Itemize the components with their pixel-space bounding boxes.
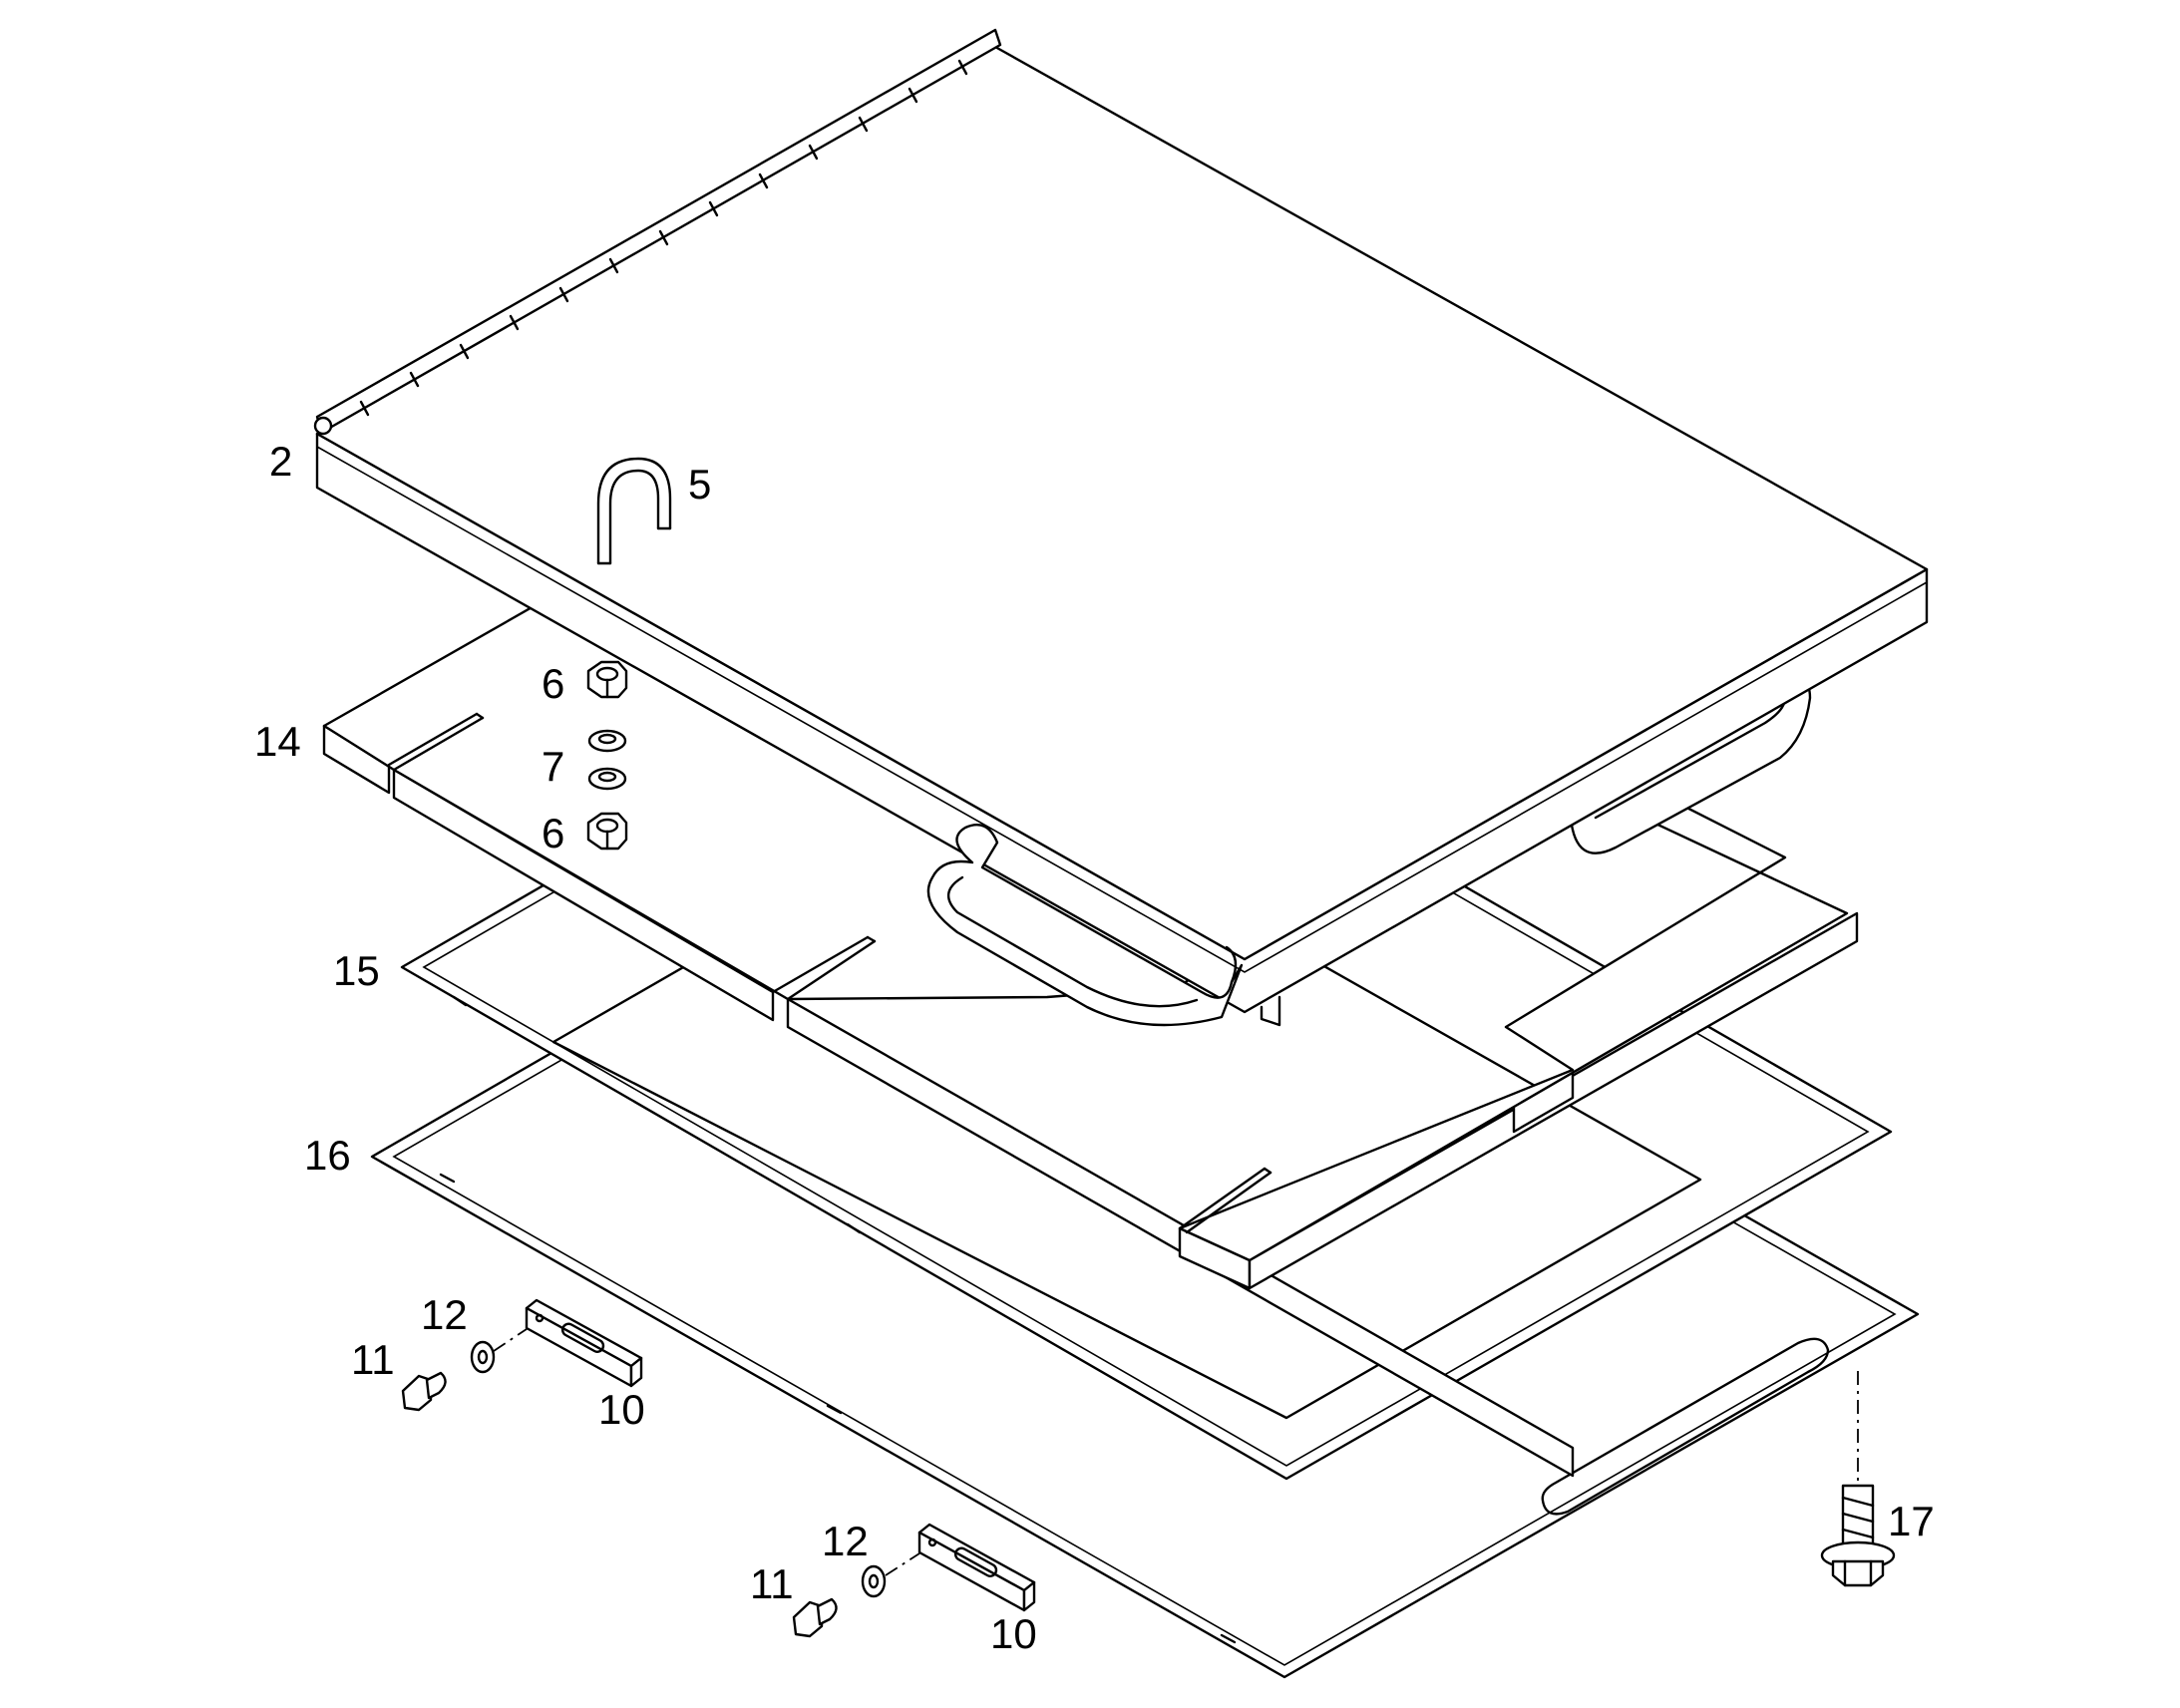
latch-plate-right-part-10 xyxy=(917,1523,1036,1612)
callout-12-left: 12 xyxy=(421,1291,468,1338)
bolt-left-part-11 xyxy=(401,1371,447,1412)
callout-12-right: 12 xyxy=(822,1518,869,1564)
leader-right-b xyxy=(885,1552,920,1576)
bolt-right-part-11 xyxy=(792,1597,838,1638)
callout-15: 15 xyxy=(333,947,380,994)
washer-lower-part-7 xyxy=(587,767,627,791)
callout-6-upper: 6 xyxy=(542,660,564,707)
callout-11-left: 11 xyxy=(351,1336,395,1383)
nut-lower-part-6 xyxy=(586,812,628,851)
washer-left-part-12 xyxy=(470,1340,496,1374)
callout-16: 16 xyxy=(304,1132,351,1179)
callout-7: 7 xyxy=(542,743,564,790)
callout-2: 2 xyxy=(269,438,292,485)
callout-11-right: 11 xyxy=(750,1560,794,1607)
screw-part-17 xyxy=(1820,1484,1896,1587)
hinge-knuckles xyxy=(313,28,1002,436)
latch-plate-left-part-10 xyxy=(525,1298,643,1388)
callout-10-left: 10 xyxy=(598,1386,645,1433)
washer-right-part-12 xyxy=(861,1564,887,1598)
leader-left-a xyxy=(493,1328,528,1352)
u-bolt-part-5 xyxy=(596,457,672,565)
lid-assembly-part-2 xyxy=(313,28,1929,1027)
callout-6-lower: 6 xyxy=(542,810,564,856)
callout-14: 14 xyxy=(254,718,301,765)
callout-17: 17 xyxy=(1888,1498,1935,1544)
nut-upper-part-6 xyxy=(586,660,628,699)
callout-5: 5 xyxy=(688,461,711,508)
callout-10-right: 10 xyxy=(990,1610,1037,1657)
washer-upper-part-7 xyxy=(587,729,627,753)
